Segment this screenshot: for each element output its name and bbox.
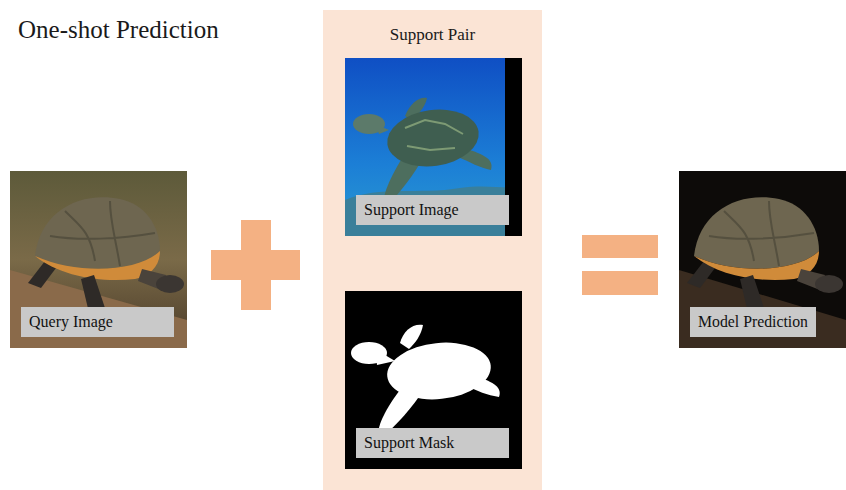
photo-background [679, 171, 846, 348]
group-heading: Support Pair [390, 24, 475, 46]
group-band: Support PairSupport ImageSupport Mask [323, 10, 542, 490]
diagram-title: One-shot Prediction [18, 14, 219, 46]
image-panel: Support Image [345, 58, 522, 236]
mask-background [345, 291, 522, 469]
plus-sign [211, 220, 300, 310]
turtle [353, 98, 492, 208]
turtle [28, 197, 184, 317]
equals-bar [582, 235, 658, 258]
image-panel: Support Mask [345, 291, 522, 469]
turtle-silhouette [351, 325, 500, 439]
equals-sign [582, 235, 658, 295]
reef [345, 186, 522, 236]
turtle [687, 197, 843, 317]
support-mask [345, 291, 522, 469]
query-photo [10, 171, 187, 348]
support-photo [345, 58, 522, 236]
image-label: Model Prediction [690, 307, 816, 337]
image-label: Query Image [21, 307, 174, 337]
equals-bar [582, 271, 658, 295]
image-label: Support Mask [356, 428, 509, 458]
plus-bar [241, 220, 271, 310]
image-panel: Query Image [10, 171, 187, 348]
photo-background [10, 171, 187, 348]
photo-background [345, 58, 522, 236]
image-label: Support Image [356, 195, 509, 225]
prediction-photo [679, 171, 846, 348]
group-band-fill [323, 10, 542, 490]
image-panel: Model Prediction [679, 171, 846, 348]
